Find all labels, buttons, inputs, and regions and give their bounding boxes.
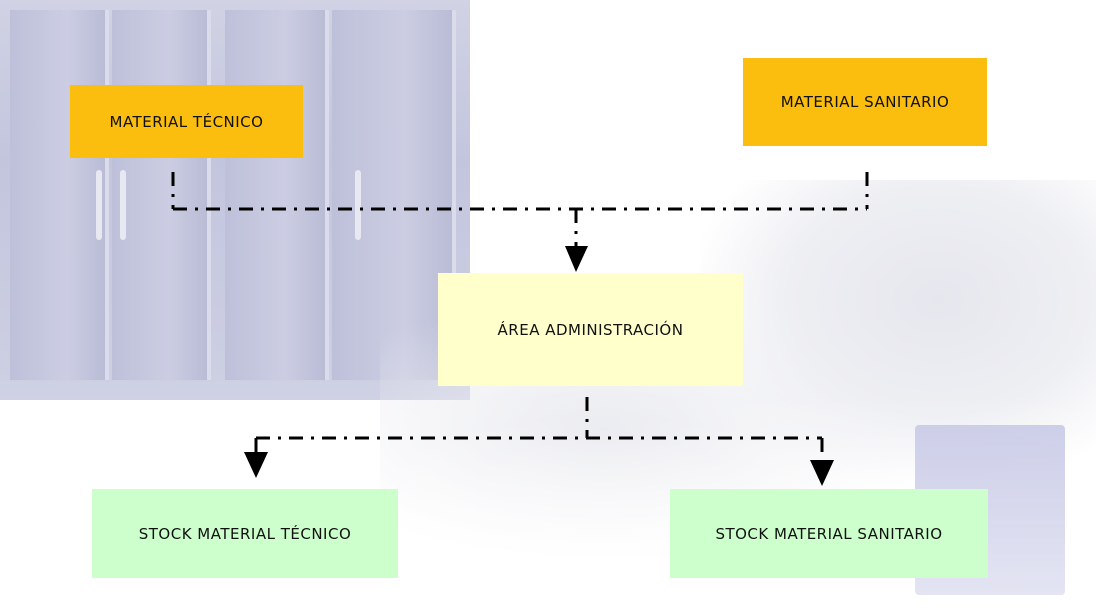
- arrowhead-to-stock-tecnico: [244, 452, 268, 478]
- node-stock-material-tecnico: STOCK MATERIAL TÉCNICO: [92, 489, 398, 578]
- node-label: STOCK MATERIAL SANITARIO: [715, 524, 943, 543]
- node-material-tecnico: MATERIAL TÉCNICO: [70, 85, 303, 158]
- node-area-administracion: ÁREA ADMINISTRACIÓN: [438, 273, 743, 386]
- arrowhead-to-admin: [565, 246, 588, 272]
- node-label: MATERIAL TÉCNICO: [109, 112, 264, 131]
- node-stock-material-sanitario: STOCK MATERIAL SANITARIO: [670, 489, 988, 578]
- node-label: ÁREA ADMINISTRACIÓN: [497, 320, 684, 339]
- node-material-sanitario: MATERIAL SANITARIO: [743, 58, 987, 146]
- arrowhead-to-stock-sanitario: [810, 460, 834, 486]
- cabinet-image: [0, 0, 470, 400]
- node-label: STOCK MATERIAL TÉCNICO: [138, 524, 352, 543]
- node-label: MATERIAL SANITARIO: [780, 93, 950, 111]
